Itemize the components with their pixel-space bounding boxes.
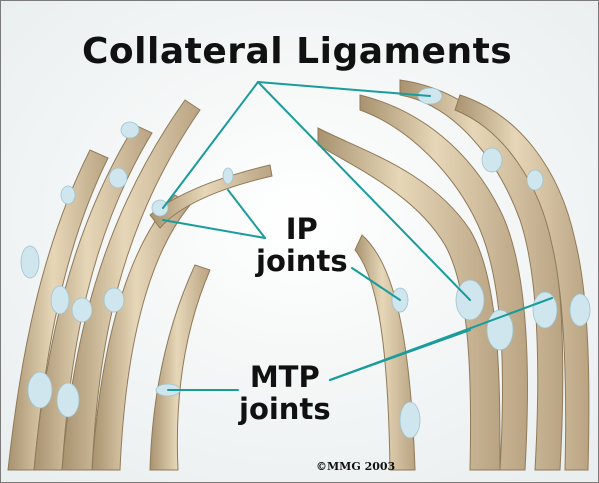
ip-joints-label: IP joints — [256, 214, 348, 278]
mtp-label-line1: MTP — [239, 362, 331, 394]
mtp-label-line2: joints — [239, 394, 331, 426]
ip-label-line1: IP — [256, 214, 348, 246]
mtp-joints-label: MTP joints — [239, 362, 331, 426]
ip-label-line2: joints — [256, 246, 348, 278]
copyright-text: ©MMG 2003 — [316, 461, 395, 472]
title-label: Collateral Ligaments — [82, 34, 512, 70]
